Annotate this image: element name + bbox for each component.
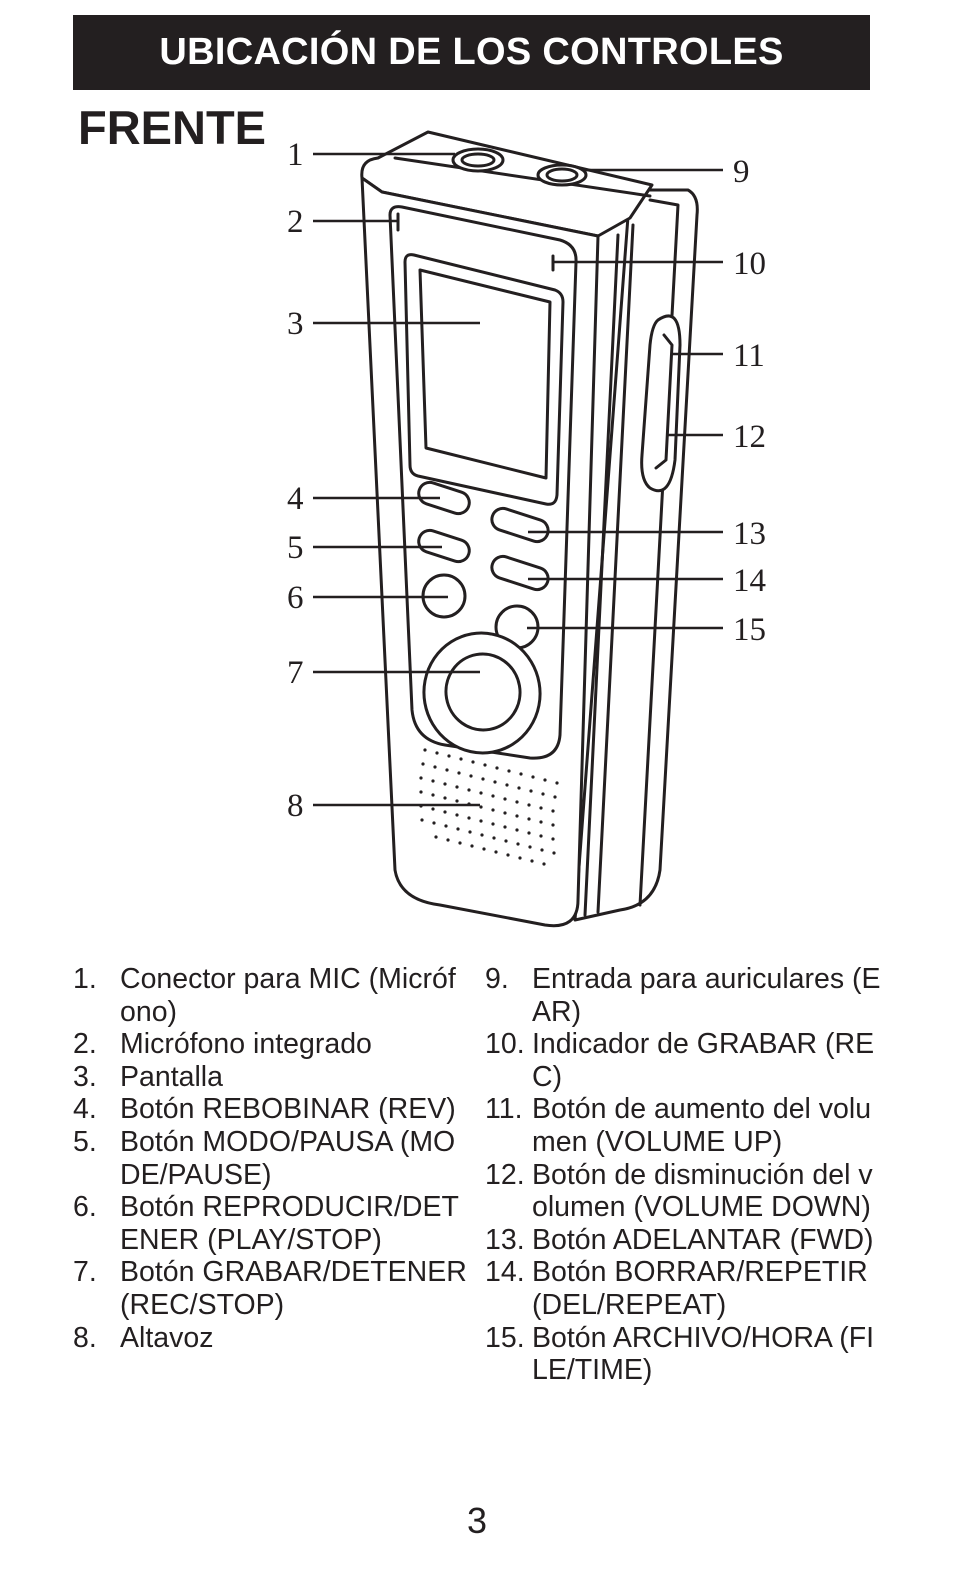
list-item-number: 7. [73, 1256, 97, 1289]
list-item-text: Botón de disminución del volumen (VOLUME… [532, 1158, 873, 1224]
list-item-text: Botón REBOBINAR (REV) [120, 1093, 456, 1126]
callout-7: 7 [287, 655, 304, 691]
callout-8: 8 [287, 788, 304, 824]
callout-11: 11 [733, 338, 765, 374]
list-item-number: 14. [485, 1256, 525, 1289]
callout-13: 13 [733, 516, 766, 552]
list-item: 5. Botón MODO/PAUSA (MODE/PAUSE) [73, 1126, 468, 1191]
list-item-text: Botón REPRODUCIR/DETENER (PLAY/STOP) [120, 1191, 459, 1256]
list-item: 14.Botón BORRAR/REPETIR (DEL/REPEAT) [485, 1256, 885, 1321]
list-item-number: 11. [485, 1093, 523, 1126]
list-item: 8. Altavoz [73, 1322, 468, 1355]
list-item: 7. Botón GRABAR/DETENER (REC/STOP) [73, 1256, 468, 1321]
page-number: 3 [466, 1500, 488, 1541]
list-item-text: Micrófono integrado [120, 1028, 372, 1061]
list-item: 6. Botón REPRODUCIR/DETENER (PLAY/STOP) [73, 1191, 468, 1256]
list-item: 11. Botón de aumento del volumen (VOLUME … [485, 1093, 885, 1158]
list-item-text: Botón BORRAR/REPETIR (DEL/REPEAT) [532, 1256, 868, 1321]
list-item-text: Botón ARCHIVO/HORA (FILE/TIME) [532, 1321, 875, 1387]
list-item-text: Botón de aumento del volumen (VOLUME UP) [532, 1093, 872, 1158]
list-item-text: Botón ADELANTAR (FWD) [532, 1223, 874, 1256]
list-item-text: Botón MODO/PAUSA (MODE/PAUSE) [120, 1125, 456, 1191]
list-item: 2. Micrófono integrado [73, 1028, 468, 1061]
list-item: 15.Botón ARCHIVO/HORA (FILE/TIME) [485, 1322, 885, 1387]
list-item-text: Pantalla [120, 1060, 223, 1093]
list-item: 10.Indicador de GRABAR (REC) [485, 1028, 885, 1093]
list-item: 12.Botón de disminución del volumen (VOL… [485, 1159, 885, 1224]
list-item-text: Botón GRABAR/DETENER (REC/STOP) [120, 1256, 467, 1321]
list-item-number: 2. [73, 1028, 97, 1061]
recorder-diagram: 1 2 3 4 5 6 7 8 9 10 11 12 13 14 15 [287, 130, 766, 928]
list-item: 3. Pantalla [73, 1061, 468, 1094]
list-item-number: 15. [485, 1321, 525, 1354]
list-item-number: 4. [73, 1093, 97, 1126]
section-title: FRENTE [78, 101, 266, 154]
callout-2: 2 [287, 204, 304, 240]
legend-right-column: 9. Entrada para auriculares (EAR) 10.Indi… [485, 963, 885, 1387]
list-item-number: 9. [485, 963, 509, 995]
callout-1: 1 [287, 137, 304, 173]
list-item: 9. Entrada para auriculares (EAR) [485, 963, 885, 1028]
callout-leaders [313, 152, 723, 807]
list-item-text: Conector para MIC (Micrófono) [120, 963, 456, 1028]
list-item-number: 3. [73, 1060, 97, 1093]
list-item-number: 10. [485, 1028, 525, 1061]
list-item: 13.Botón ADELANTAR (FWD) [485, 1224, 885, 1257]
callout-15: 15 [733, 612, 766, 648]
list-item-number: 5. [73, 1125, 97, 1158]
callout-5: 5 [287, 530, 304, 566]
callout-14: 14 [733, 563, 766, 599]
callout-12: 12 [733, 419, 766, 455]
list-item-number: 6. [73, 1191, 97, 1224]
legend-left-column: 1. Conector para MIC (Micrófono) 2. Micróf… [73, 963, 468, 1354]
list-item-number: 13. [485, 1223, 525, 1256]
callout-3: 3 [287, 306, 304, 342]
list-item-text: Indicador de GRABAR (REC) [532, 1028, 875, 1093]
list-item-number: 12. [485, 1158, 525, 1191]
callout-9: 9 [733, 154, 750, 190]
list-item-text: Altavoz [120, 1321, 214, 1354]
header-bar: UBICACIÓN DE LOS CONTROLES [73, 15, 870, 90]
list-item-text: Entrada para auriculares (EAR) [532, 963, 881, 1028]
callout-4: 4 [287, 481, 304, 517]
page-title: UBICACIÓN DE LOS CONTROLES [159, 31, 784, 73]
callout-6: 6 [287, 580, 304, 616]
recorder-illustration [360, 130, 699, 928]
speaker-grille [419, 748, 559, 866]
callout-10: 10 [733, 246, 766, 282]
list-item-number: 8. [73, 1321, 97, 1354]
list-item: 4. Botón REBOBINAR (REV) [73, 1093, 468, 1126]
list-item-number: 1. [73, 963, 97, 995]
list-item: 1. Conector para MIC (Micrófono) [73, 963, 468, 1028]
